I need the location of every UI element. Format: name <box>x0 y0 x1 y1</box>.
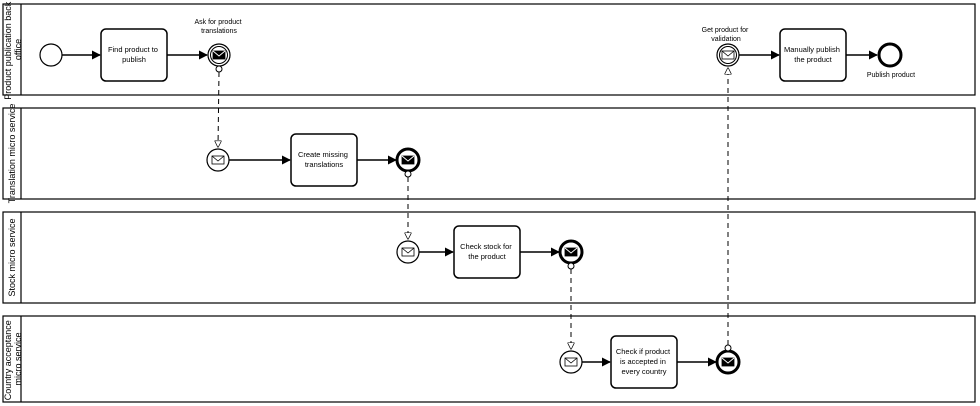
svg-text:Stock micro service: Stock micro service <box>7 218 17 296</box>
event-label-publish-product: Publish product <box>867 72 915 79</box>
intermediate-catch-event-get-validation[interactable] <box>716 43 740 67</box>
message-start-event-stock[interactable] <box>396 240 420 264</box>
task-label: translations <box>305 160 344 169</box>
envelope-icon <box>212 50 226 60</box>
task-label: is accepted in <box>620 357 666 366</box>
event-label-ask-translations: translations <box>201 28 237 35</box>
envelope-icon <box>564 357 578 367</box>
task-label: Manually publish <box>784 45 840 54</box>
message-start-event-country[interactable] <box>559 350 583 374</box>
task-manually-publish[interactable]: Manually publish the product <box>779 28 847 82</box>
task-label: Find product to <box>108 45 158 54</box>
intermediate-throw-event-ask-translations[interactable] <box>207 43 231 67</box>
start-event <box>39 43 63 67</box>
pool-label-translation: Translation micro service <box>7 104 17 204</box>
svg-text:Manually publish the pro: Manually publish the product <box>784 45 842 64</box>
task-label: Check stock for <box>460 242 512 251</box>
event-label-get-validation: validation <box>711 36 741 43</box>
envelope-icon <box>401 247 415 257</box>
envelope-icon <box>721 357 735 367</box>
message-end-event-translation[interactable] <box>395 147 421 173</box>
pool-label-backoffice-line-1: Product publication back <box>3 1 13 100</box>
pool-label-stock: Stock micro service <box>7 218 17 296</box>
message-end-event-country[interactable] <box>715 349 741 375</box>
pool-country: Country acceptance micro service <box>2 315 976 403</box>
svg-text:Translation micro service: Translation micro service <box>7 104 17 204</box>
end-event-publish-product <box>877 42 903 68</box>
message-end-event-stock[interactable] <box>558 239 584 265</box>
task-check-country[interactable]: Check if product is accepted in every co… <box>610 335 678 389</box>
pool-translation: Translation micro service <box>2 104 976 204</box>
svg-text:Product publication back: Product publication back office <box>3 0 23 100</box>
task-find-product[interactable]: Find product to publish <box>100 28 168 82</box>
envelope-icon <box>721 50 735 60</box>
pool-label-country-line-2: micro service <box>13 332 23 385</box>
svg-text:Find product to publish: Find product to publish <box>108 45 160 64</box>
svg-text:Ask for product translatio: Ask for product translations <box>194 19 243 35</box>
task-label: Check if product <box>616 347 671 356</box>
svg-text:Check stock for the prod: Check stock for the product <box>460 242 514 261</box>
svg-text:Create missing translati: Create missing translations <box>298 150 350 169</box>
envelope-icon <box>211 155 225 165</box>
task-label: the product <box>794 55 832 64</box>
task-check-stock[interactable]: Check stock for the product <box>453 225 521 279</box>
task-label: the product <box>468 252 506 261</box>
envelope-icon <box>401 155 415 165</box>
pool-label-backoffice-line-2: office <box>13 39 23 60</box>
event-label-get-validation: Get product for <box>702 27 749 34</box>
event-label-ask-translations: Ask for product <box>194 19 241 26</box>
task-label: every country <box>621 367 666 376</box>
message-flow-translations-to-stock <box>404 170 412 239</box>
message-flow-country-to-validation <box>724 68 732 352</box>
svg-text:Country acceptance micro: Country acceptance micro service <box>3 318 23 401</box>
envelope-icon <box>564 247 578 257</box>
message-flow-stock-to-country <box>567 262 575 349</box>
pool-label-country-line-1: Country acceptance <box>3 320 13 400</box>
task-label: Create missing <box>298 150 348 159</box>
svg-text:Publish product: Publish product <box>867 72 915 79</box>
message-start-event-translation[interactable] <box>206 148 230 172</box>
task-label: publish <box>122 55 146 64</box>
message-flow-ask-translations <box>216 65 223 147</box>
svg-text:Get product for validation: Get product for validation <box>702 27 751 43</box>
task-create-translations[interactable]: Create missing translations <box>290 133 358 187</box>
svg-text:Check if product is acce: Check if product is accepted in every co… <box>616 347 672 376</box>
